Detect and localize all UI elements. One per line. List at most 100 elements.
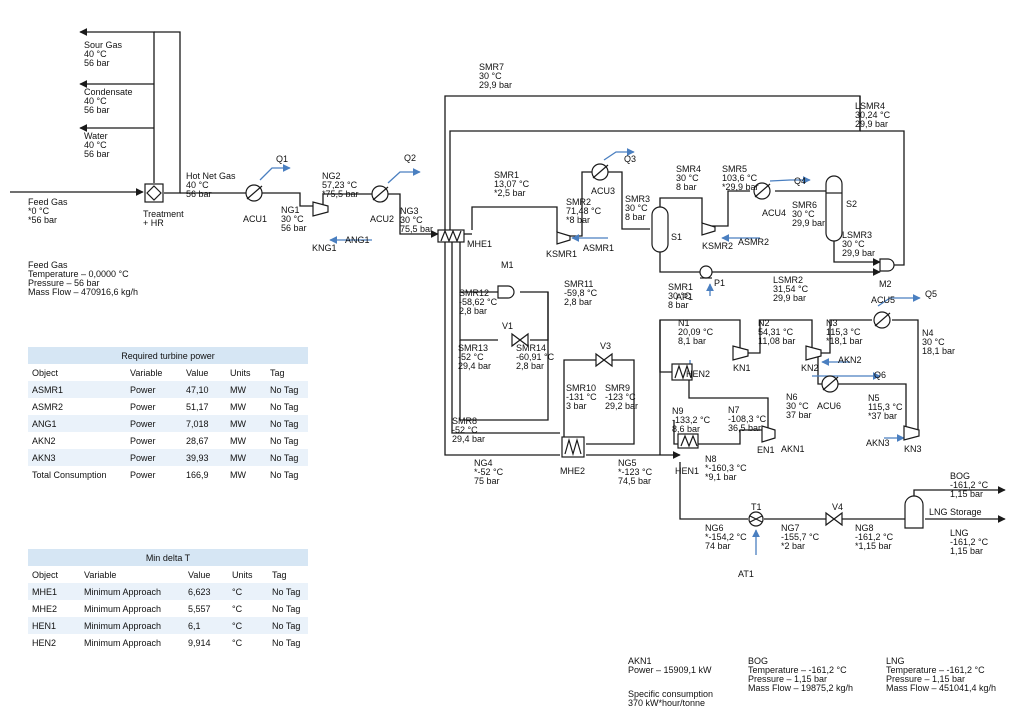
label-line: T1 xyxy=(751,502,762,512)
label: ACU3 xyxy=(591,186,615,196)
table-cell: 5,557 xyxy=(184,600,228,617)
label: Q2 xyxy=(404,153,416,163)
label-line: *1,15 bar xyxy=(855,541,892,551)
valve-v1 xyxy=(511,332,529,348)
column-header: Units xyxy=(226,364,266,381)
label: Treatment+ HR xyxy=(143,209,184,228)
label-line: *-154,2 °C xyxy=(705,532,747,542)
label: T1 xyxy=(751,502,762,512)
label-line: 74 bar xyxy=(705,541,731,551)
label: NG8-161,2 °C*1,15 bar xyxy=(855,523,894,551)
label-line: 30 °C xyxy=(792,209,815,219)
label-line: 29,9 bar xyxy=(479,80,512,90)
table-cell: Power xyxy=(126,398,182,415)
column-header: Variable xyxy=(126,364,182,381)
table-cell: 7,018 xyxy=(182,415,226,432)
table-cell: °C xyxy=(228,583,268,600)
label: N8*-160,3 °C*9,1 bar xyxy=(705,454,747,482)
label-line: Specific consumption xyxy=(628,689,713,699)
label-line: Pressure – 1,15 bar xyxy=(748,674,827,684)
label-line: 2,8 bar xyxy=(516,361,544,371)
table-cell: No Tag xyxy=(266,415,308,432)
label-line: KSMR2 xyxy=(702,241,733,251)
label: Feed Gas*0 °C*56 bar xyxy=(28,197,68,225)
label-line: Q1 xyxy=(276,154,288,164)
label: AKN1 xyxy=(781,444,805,454)
label: ACU6 xyxy=(817,401,841,411)
label-line: -52 °C xyxy=(452,425,478,435)
table-cell: ASMR2 xyxy=(28,398,126,415)
label-line: -108,3 °C xyxy=(728,414,767,424)
label-line: NG7 xyxy=(781,523,800,533)
label: ANG1 xyxy=(345,235,370,245)
label-line: SMR14 xyxy=(516,343,546,353)
label: Q1 xyxy=(276,154,288,164)
label: S2 xyxy=(846,199,857,209)
label: HEN2 xyxy=(686,369,710,379)
label: M2 xyxy=(879,279,892,289)
label-line: ACU1 xyxy=(243,214,267,224)
label-line: LNG xyxy=(886,656,905,666)
label-line: HEN2 xyxy=(686,369,710,379)
label-line: LSMR3 xyxy=(842,230,872,240)
label-line: ACU3 xyxy=(591,186,615,196)
label-line: SMR4 xyxy=(676,164,701,174)
label-line: Hot Net Gas xyxy=(186,171,236,181)
label-line: 8,1 bar xyxy=(678,336,706,346)
column-header: Tag xyxy=(268,566,308,583)
table-cell: Minimum Approach xyxy=(80,634,184,651)
table-cell: MW xyxy=(226,415,266,432)
column-header: Value xyxy=(184,566,228,583)
expander-en1 xyxy=(761,425,776,443)
table-cell: HEN2 xyxy=(28,634,80,651)
label-line: Temperature – -161,2 °C xyxy=(748,665,847,675)
label-line: 30 °C xyxy=(786,401,809,411)
air-cooler-acu3 xyxy=(591,163,609,181)
table-cell: 28,67 xyxy=(182,432,226,449)
table-cell: Power xyxy=(126,466,182,483)
label-line: 29,9 bar xyxy=(773,293,806,303)
label: KN3 xyxy=(904,444,922,454)
label-line: *56 bar xyxy=(28,215,57,225)
table-cell: 51,17 xyxy=(182,398,226,415)
table-cell: Total Consumption xyxy=(28,466,126,483)
label-line: *-123 °C xyxy=(618,467,653,477)
label: ACU1 xyxy=(243,214,267,224)
label-line: 40 °C xyxy=(186,180,209,190)
label-line: N1 xyxy=(678,318,690,328)
label-line: Feed Gas xyxy=(28,260,68,270)
label-line: AKN1 xyxy=(628,656,652,666)
label-line: 56 bar xyxy=(281,223,307,233)
label-line: 8 bar xyxy=(668,300,689,310)
column-header: Tag xyxy=(266,364,308,381)
label-line: Sour Gas xyxy=(84,40,123,50)
label-line: AKN1 xyxy=(781,444,805,454)
label-line: Q6 xyxy=(874,370,886,380)
label-line: BOG xyxy=(950,471,970,481)
label-line: -123 °C xyxy=(605,392,636,402)
label-line: SMR7 xyxy=(479,62,504,72)
air-cooler-acu5 xyxy=(873,311,891,329)
label-line: KSMR1 xyxy=(546,249,577,259)
label-line: NG6 xyxy=(705,523,724,533)
table-cell: Minimum Approach xyxy=(80,617,184,634)
separator-s2 xyxy=(825,175,843,242)
heat-exchanger-hen1 xyxy=(677,433,699,449)
table-cell: MW xyxy=(226,466,266,483)
label: EN1 xyxy=(757,445,775,455)
label-line: Condensate xyxy=(84,87,133,97)
